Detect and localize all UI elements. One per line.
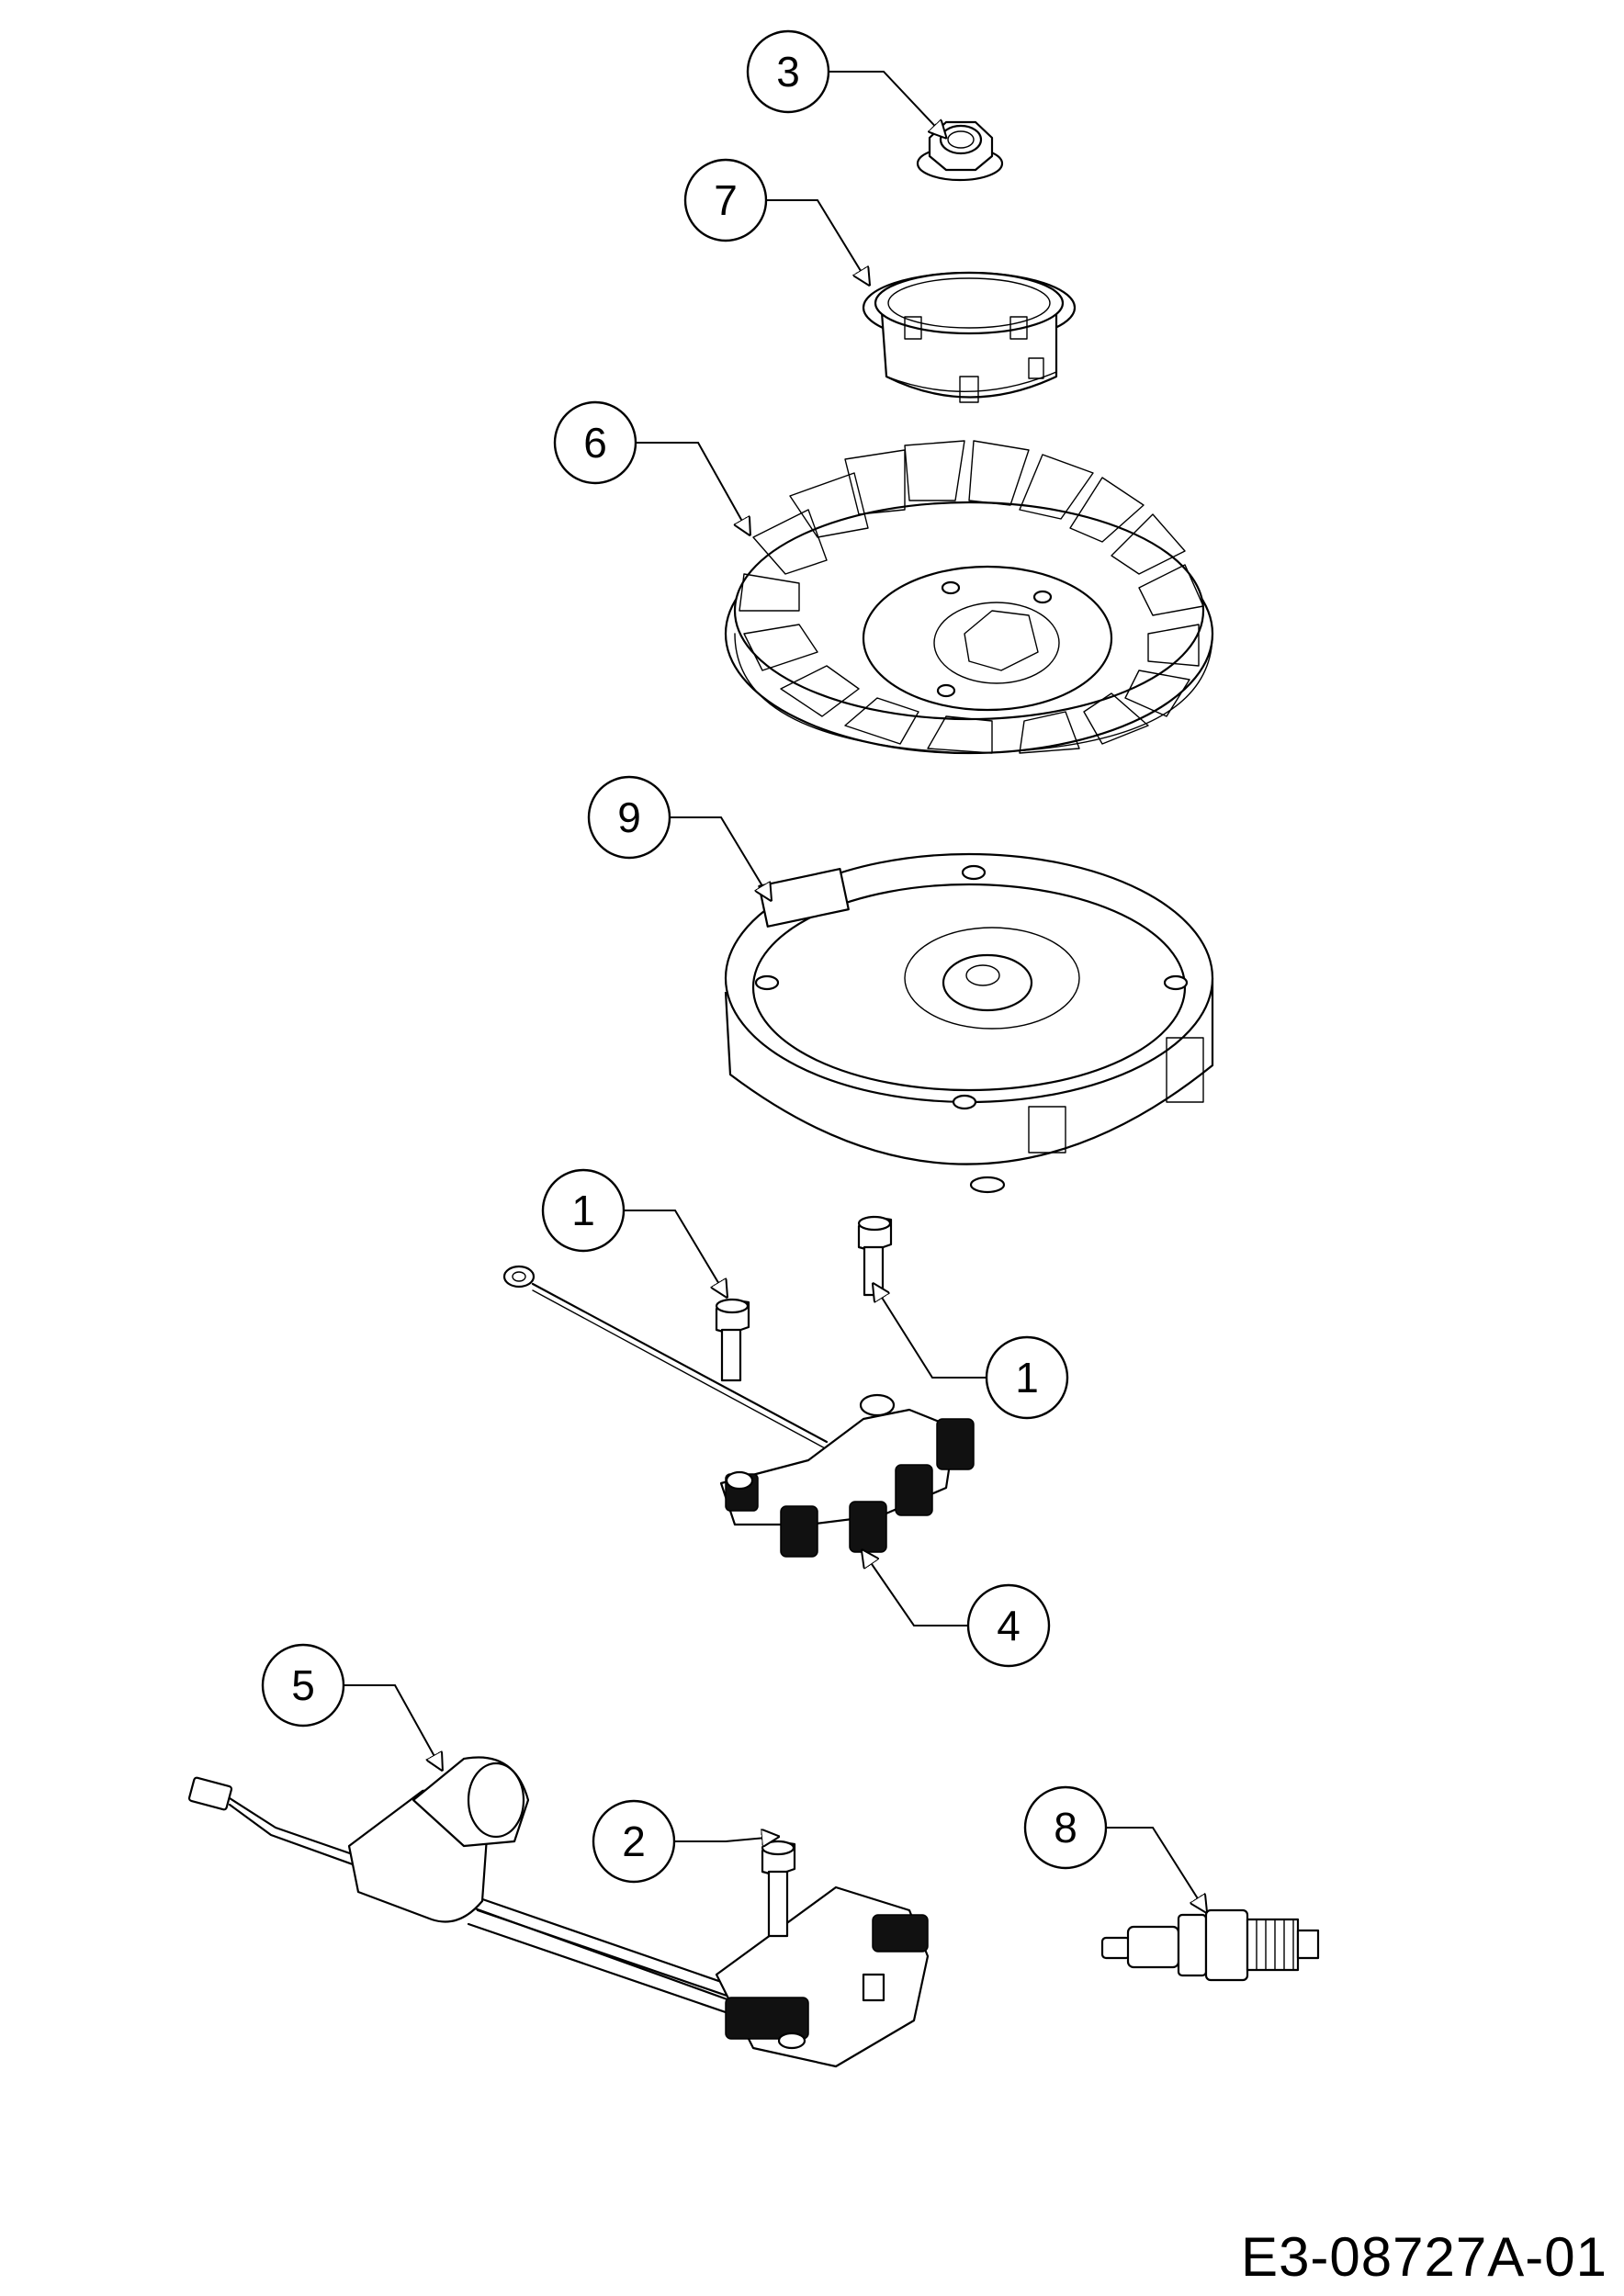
flange-nut-part [916,120,1004,182]
callout-label: 3 [776,48,800,96]
callout-label: 2 [622,1818,646,1865]
callout-label: 4 [997,1602,1021,1649]
callout-1-upper: 1 [541,1168,626,1253]
callout-label: 5 [291,1661,315,1709]
callout-label: 9 [617,793,641,841]
spark-plug-part [1100,1908,1320,1982]
callout-label: 1 [571,1187,595,1234]
callout-label: 6 [583,419,607,467]
leader-lines [344,71,1205,1910]
callout-1-right: 1 [985,1335,1069,1420]
callout-5: 5 [261,1643,345,1728]
callout-2: 2 [592,1799,676,1884]
drawing-code: E3-08727A-01 [1241,2226,1607,2288]
callout-label: 7 [714,176,738,224]
flywheel-fan-part [724,440,1214,755]
starter-cup-part [862,271,1077,403]
callout-3: 3 [746,29,830,114]
ignition-coil-part [187,1756,930,2068]
callout-9: 9 [587,775,671,860]
callout-label: 8 [1054,1804,1077,1851]
callout-8: 8 [1023,1785,1108,1870]
callout-4: 4 [966,1583,1051,1668]
coil-bolt-part [761,1840,796,1938]
callout-label: 1 [1015,1354,1039,1401]
bolt-part-a [715,1298,750,1382]
flywheel-part [724,852,1214,1194]
callout-6: 6 [553,400,637,485]
callout-7: 7 [683,158,768,242]
bolt-part-b [857,1215,893,1297]
stator-part [502,1265,975,1558]
